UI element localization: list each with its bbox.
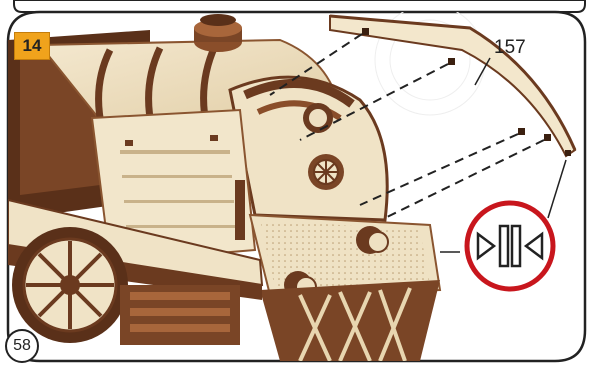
previous-panel-edge <box>14 0 585 12</box>
step-number-badge: 14 <box>14 32 50 60</box>
part-number-label: 157 <box>494 37 526 59</box>
page-number: 58 <box>5 329 39 363</box>
press-fit-icon <box>467 203 553 289</box>
